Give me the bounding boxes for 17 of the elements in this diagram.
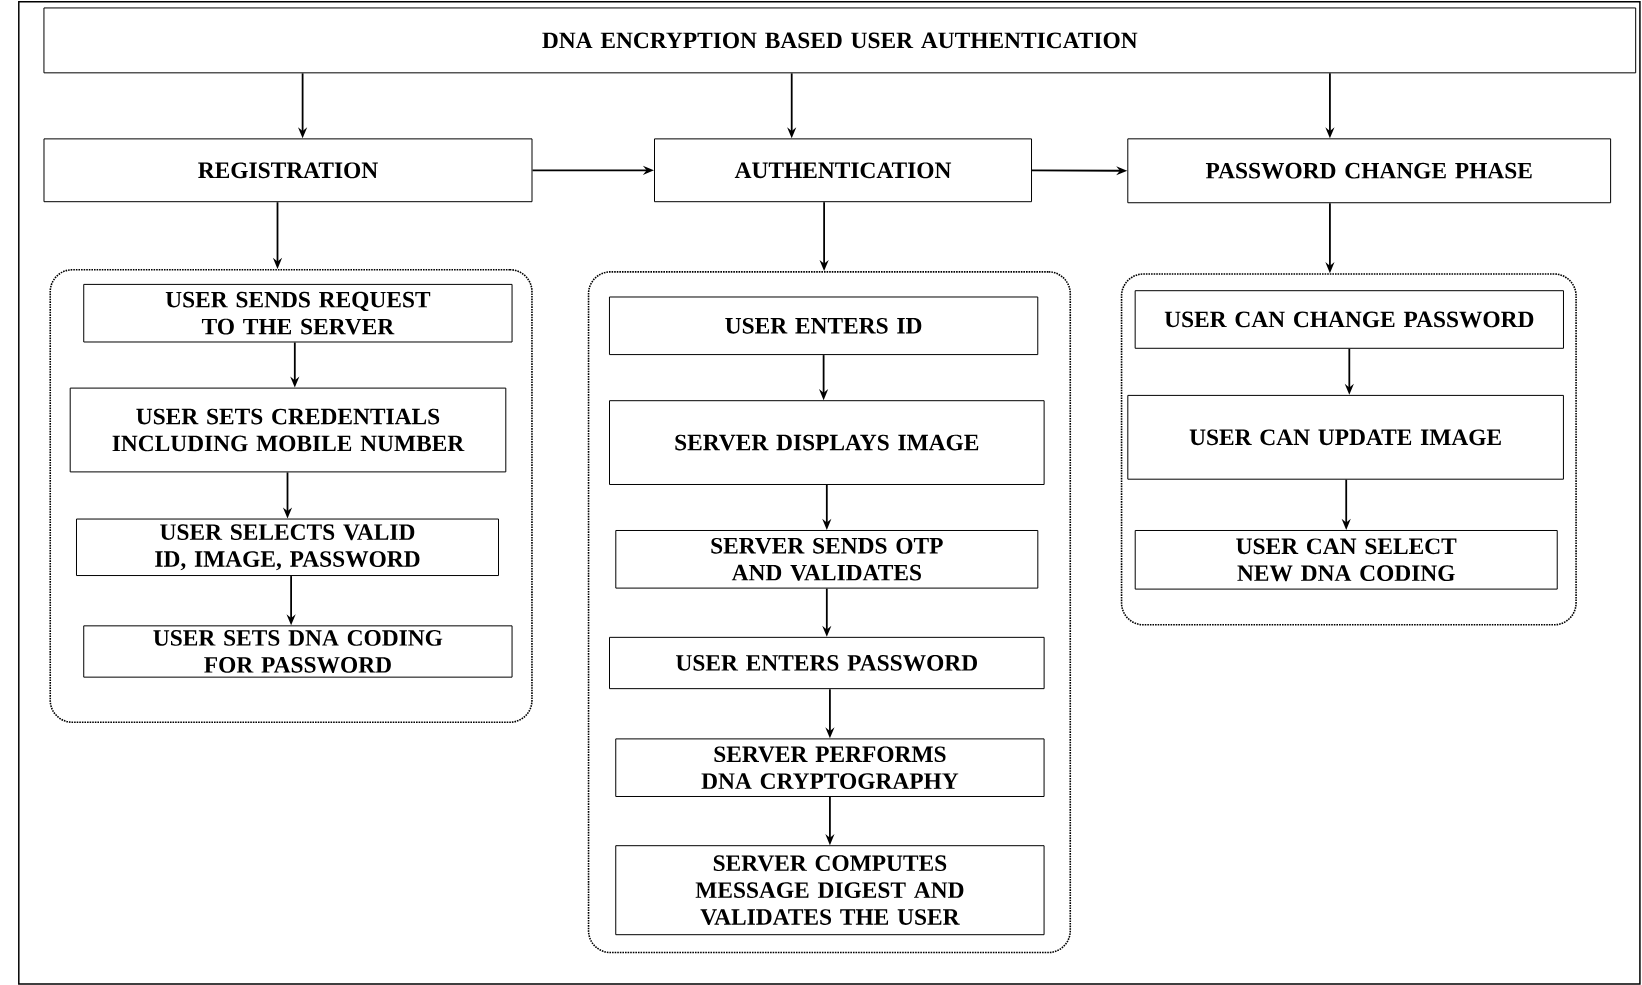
phase-box: REGISTRATION bbox=[43, 138, 533, 203]
step-box: USER SETS CREDENTIALS INCLUDING MOBILE NUMBER bbox=[69, 387, 507, 473]
phase-box: AUTHENTICATION bbox=[654, 138, 1032, 203]
step-box: USER SELECTS VALID ID, IMAGE, PASSWORD bbox=[76, 518, 499, 577]
step-box: SERVER DISPLAYS IMAGE bbox=[609, 400, 1045, 485]
step-box: SERVER COMPUTES MESSAGE DIGEST AND VALIDATES THE USER bbox=[615, 845, 1045, 936]
step-box: USER ENTERS ID bbox=[608, 296, 1039, 356]
step-box: USER SENDS REQUEST TO THE SERVER bbox=[83, 283, 513, 343]
step-box: USER ENTERS PASSWORD bbox=[609, 636, 1045, 690]
title-box: DNA ENCRYPTION BASED USER AUTHENTICATION bbox=[43, 7, 1637, 74]
step-box: SERVER SENDS OTP AND VALIDATES bbox=[615, 530, 1039, 589]
step-box: USER CAN UPDATE IMAGE bbox=[1127, 394, 1564, 480]
step-box: SERVER PERFORMS DNA CRYPTOGRAPHY bbox=[615, 738, 1045, 797]
step-box: USER SETS DNA CODING FOR PASSWORD bbox=[83, 625, 513, 678]
step-box: USER CAN CHANGE PASSWORD bbox=[1134, 290, 1564, 349]
phase-box: PASSWORD CHANGE PHASE bbox=[1127, 138, 1612, 204]
step-box: USER CAN SELECT NEW DNA CODING bbox=[1134, 530, 1558, 590]
